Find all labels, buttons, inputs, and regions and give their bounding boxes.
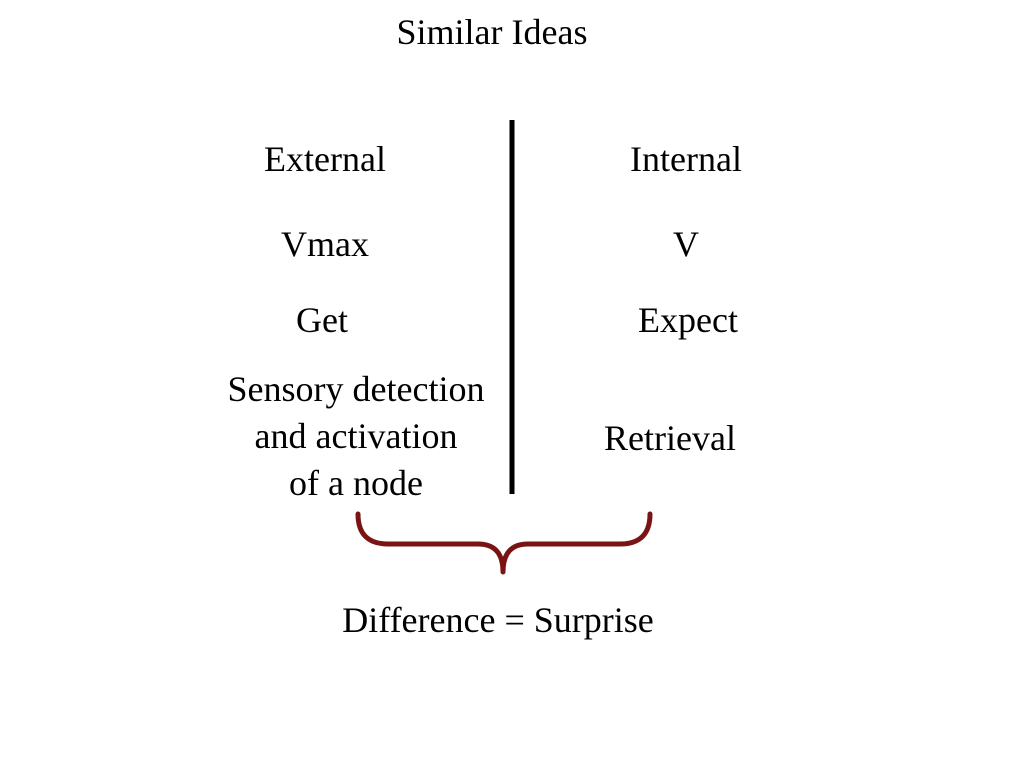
- internal-item-retrieval: Retrieval: [604, 418, 736, 458]
- curly-brace: [355, 511, 653, 575]
- slide-title: Similar Ideas: [396, 12, 588, 52]
- internal-item-expect: Expect: [638, 300, 738, 340]
- internal-heading: Internal: [630, 139, 742, 179]
- external-heading: External: [264, 139, 386, 179]
- external-item-sensory-detection: Sensory detection and activation of a no…: [196, 366, 516, 507]
- external-item-vmax: Vmax: [281, 224, 369, 264]
- conclusion-text: Difference = Surprise: [342, 600, 654, 640]
- external-item-line-2: and activation: [254, 416, 458, 456]
- external-item-line-1: Sensory detection: [227, 369, 485, 409]
- internal-item-v: V: [673, 224, 699, 264]
- external-item-line-3: of a node: [289, 463, 423, 503]
- external-item-get: Get: [296, 300, 348, 340]
